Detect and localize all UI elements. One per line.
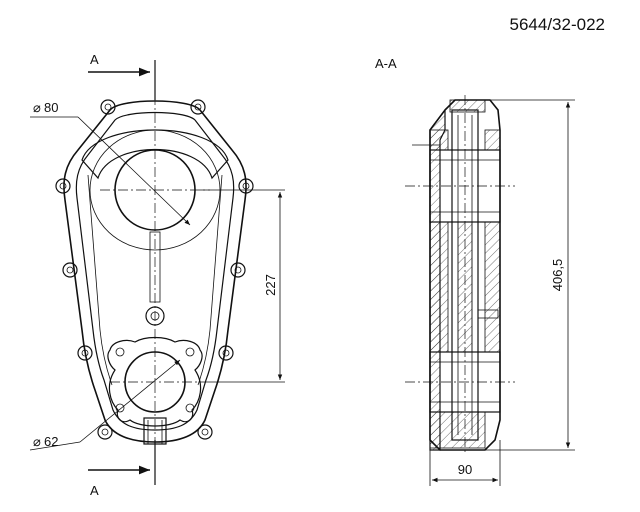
mounting-lugs <box>55 99 254 440</box>
front-view: A A <box>29 52 285 498</box>
hatch-bottom <box>429 411 486 449</box>
upper-bore-dim-line <box>77 116 191 226</box>
lower-bore-dim-line <box>79 359 181 443</box>
hatch-mid-right <box>484 221 501 353</box>
lower-boss-hole-3 <box>115 403 125 413</box>
bottom-spout <box>143 417 167 445</box>
section-side-port <box>477 309 499 319</box>
upper-boss <box>81 129 229 180</box>
center-distance-dimension: 227 <box>263 274 278 296</box>
drawing-number: 5644/32-022 <box>510 15 605 34</box>
lower-boss-hole-2 <box>185 347 195 357</box>
section-marker-bottom: A <box>90 483 99 498</box>
upper-bore-diameter-symbol: ⌀ <box>33 100 41 115</box>
upper-bore-dimension: 80 <box>44 100 58 115</box>
casing-inner-outline <box>75 111 235 431</box>
width-dimension: 90 <box>458 462 472 477</box>
casing-outer-outline <box>63 100 247 443</box>
lower-bore-diameter-symbol: ⌀ <box>33 434 41 449</box>
hatch-top-left <box>429 129 449 151</box>
section-view: 406,5 90 <box>405 95 575 486</box>
lower-bore-leader <box>29 441 81 451</box>
center-rib <box>149 231 161 303</box>
height-dimension: 406,5 <box>550 259 565 292</box>
section-marker-top: A <box>90 52 99 67</box>
center-rib-hole <box>145 306 165 326</box>
lower-boss-hole-4 <box>185 403 195 413</box>
section-label: A-A <box>375 56 397 71</box>
lower-bore-dimension: 62 <box>44 434 58 449</box>
hatch-mid-left <box>429 221 449 353</box>
lower-boss-hole-1 <box>115 347 125 357</box>
hatch-top-right <box>484 129 501 151</box>
hatch-top-cap <box>449 99 486 113</box>
lower-boss <box>107 336 203 427</box>
center-rib-hole-inner <box>150 311 160 321</box>
